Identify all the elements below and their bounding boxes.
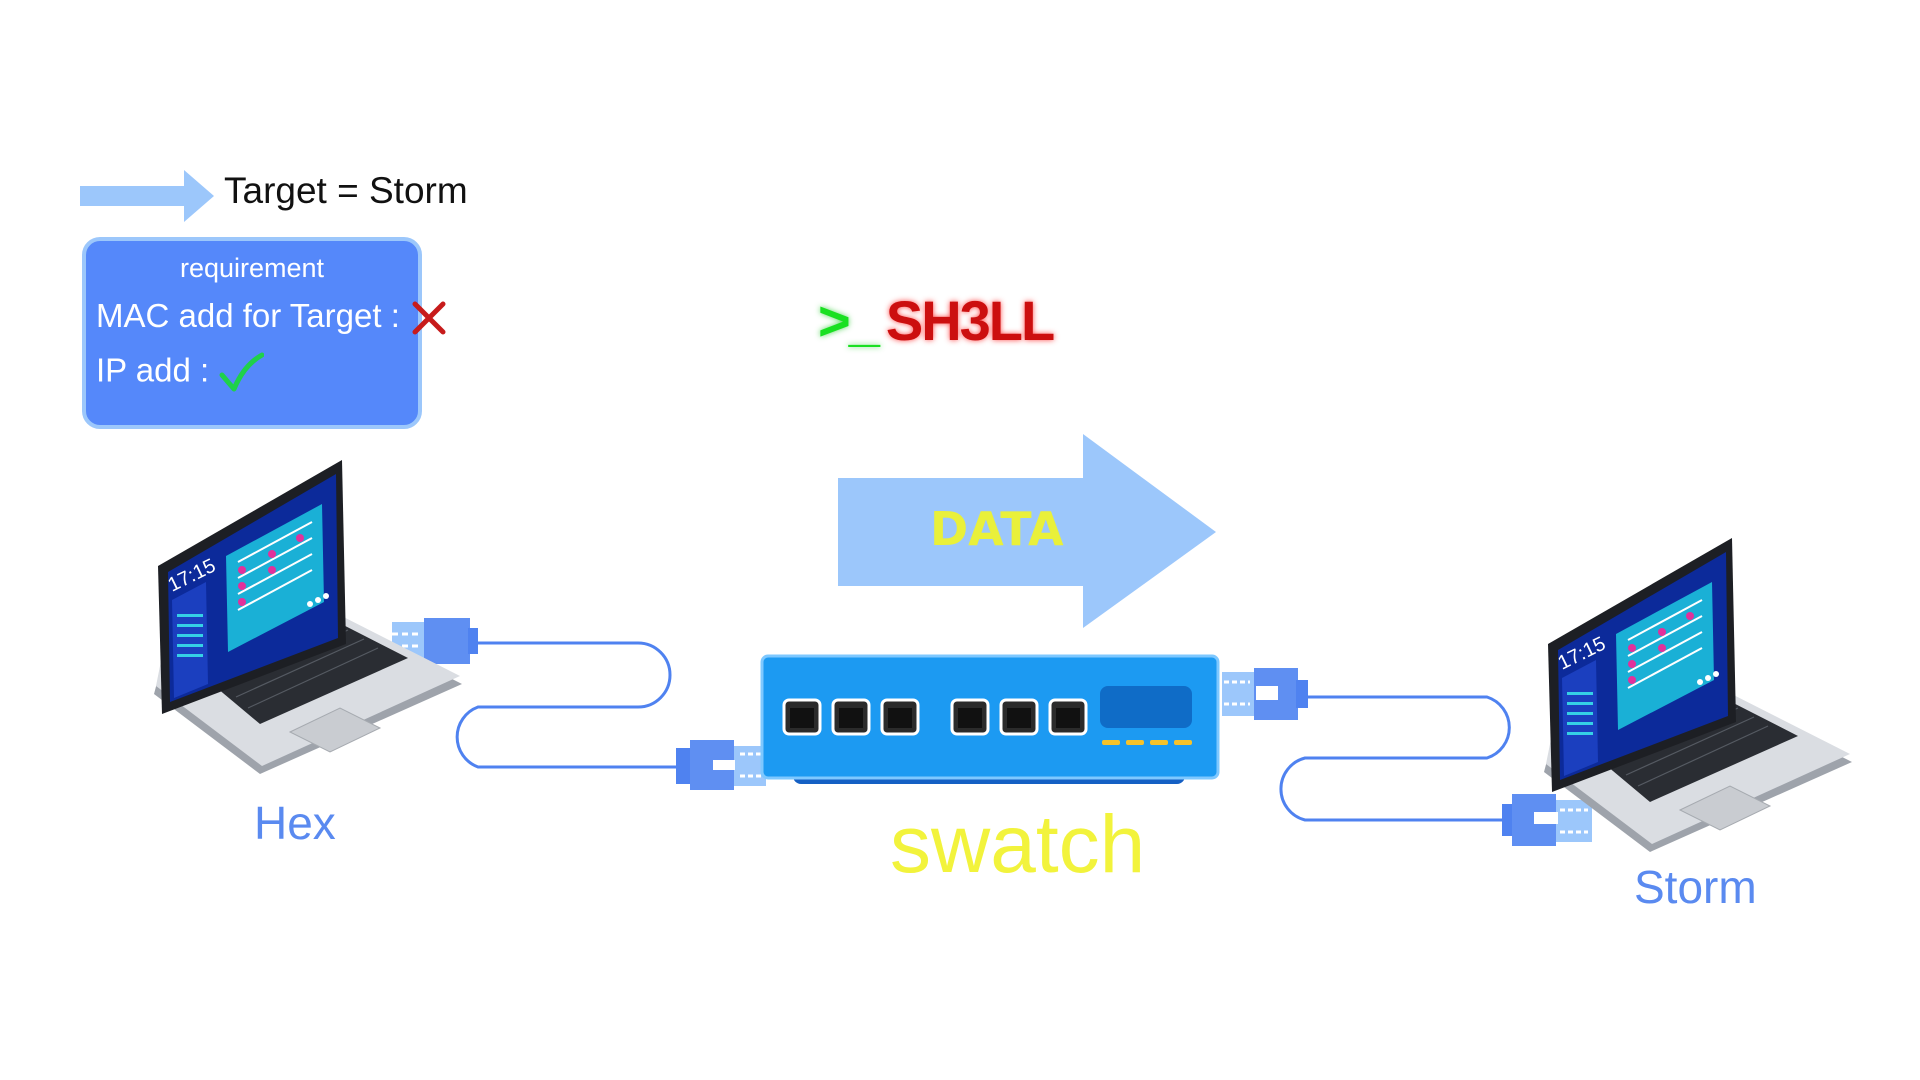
connector-left-laptop bbox=[392, 618, 478, 664]
left-laptop: 17:15 bbox=[154, 460, 462, 774]
data-arrow-label: DATA bbox=[930, 502, 1064, 556]
switch-display bbox=[1100, 686, 1192, 728]
switch-leds bbox=[1102, 740, 1192, 745]
requirement-title: requirement bbox=[179, 253, 325, 283]
shell-title: >_SH3LL bbox=[818, 288, 1055, 353]
left-laptop-label: Hex bbox=[254, 797, 336, 849]
shell-prompt: >_ bbox=[818, 289, 880, 352]
ip-requirement-label: IP add : bbox=[96, 351, 210, 389]
switch-label: swatch bbox=[890, 799, 1146, 890]
right-laptop-label: Storm bbox=[1634, 861, 1757, 913]
connector-switch-right bbox=[1222, 668, 1308, 720]
network-switch bbox=[760, 654, 1220, 784]
shell-word: SH3LL bbox=[885, 289, 1055, 352]
cross-icon bbox=[412, 301, 446, 335]
right-laptop: 17:15 bbox=[1544, 538, 1852, 852]
connector-switch-left bbox=[676, 740, 766, 790]
mac-requirement-label: MAC add for Target : bbox=[96, 297, 400, 334]
target-label: Target = Storm bbox=[224, 170, 468, 211]
mac-requirement-row: MAC add for Target : bbox=[96, 297, 449, 338]
ip-requirement-row: IP add : bbox=[96, 351, 265, 395]
target-arrow bbox=[80, 170, 214, 222]
connector-right-laptop bbox=[1502, 794, 1592, 846]
right-cable bbox=[1279, 695, 1512, 822]
check-icon bbox=[219, 352, 265, 392]
requirement-box: requirement MAC add for Target : IP add … bbox=[82, 237, 446, 429]
data-arrow bbox=[838, 434, 1216, 628]
switch-ports bbox=[782, 698, 1088, 736]
left-cable bbox=[455, 641, 680, 769]
